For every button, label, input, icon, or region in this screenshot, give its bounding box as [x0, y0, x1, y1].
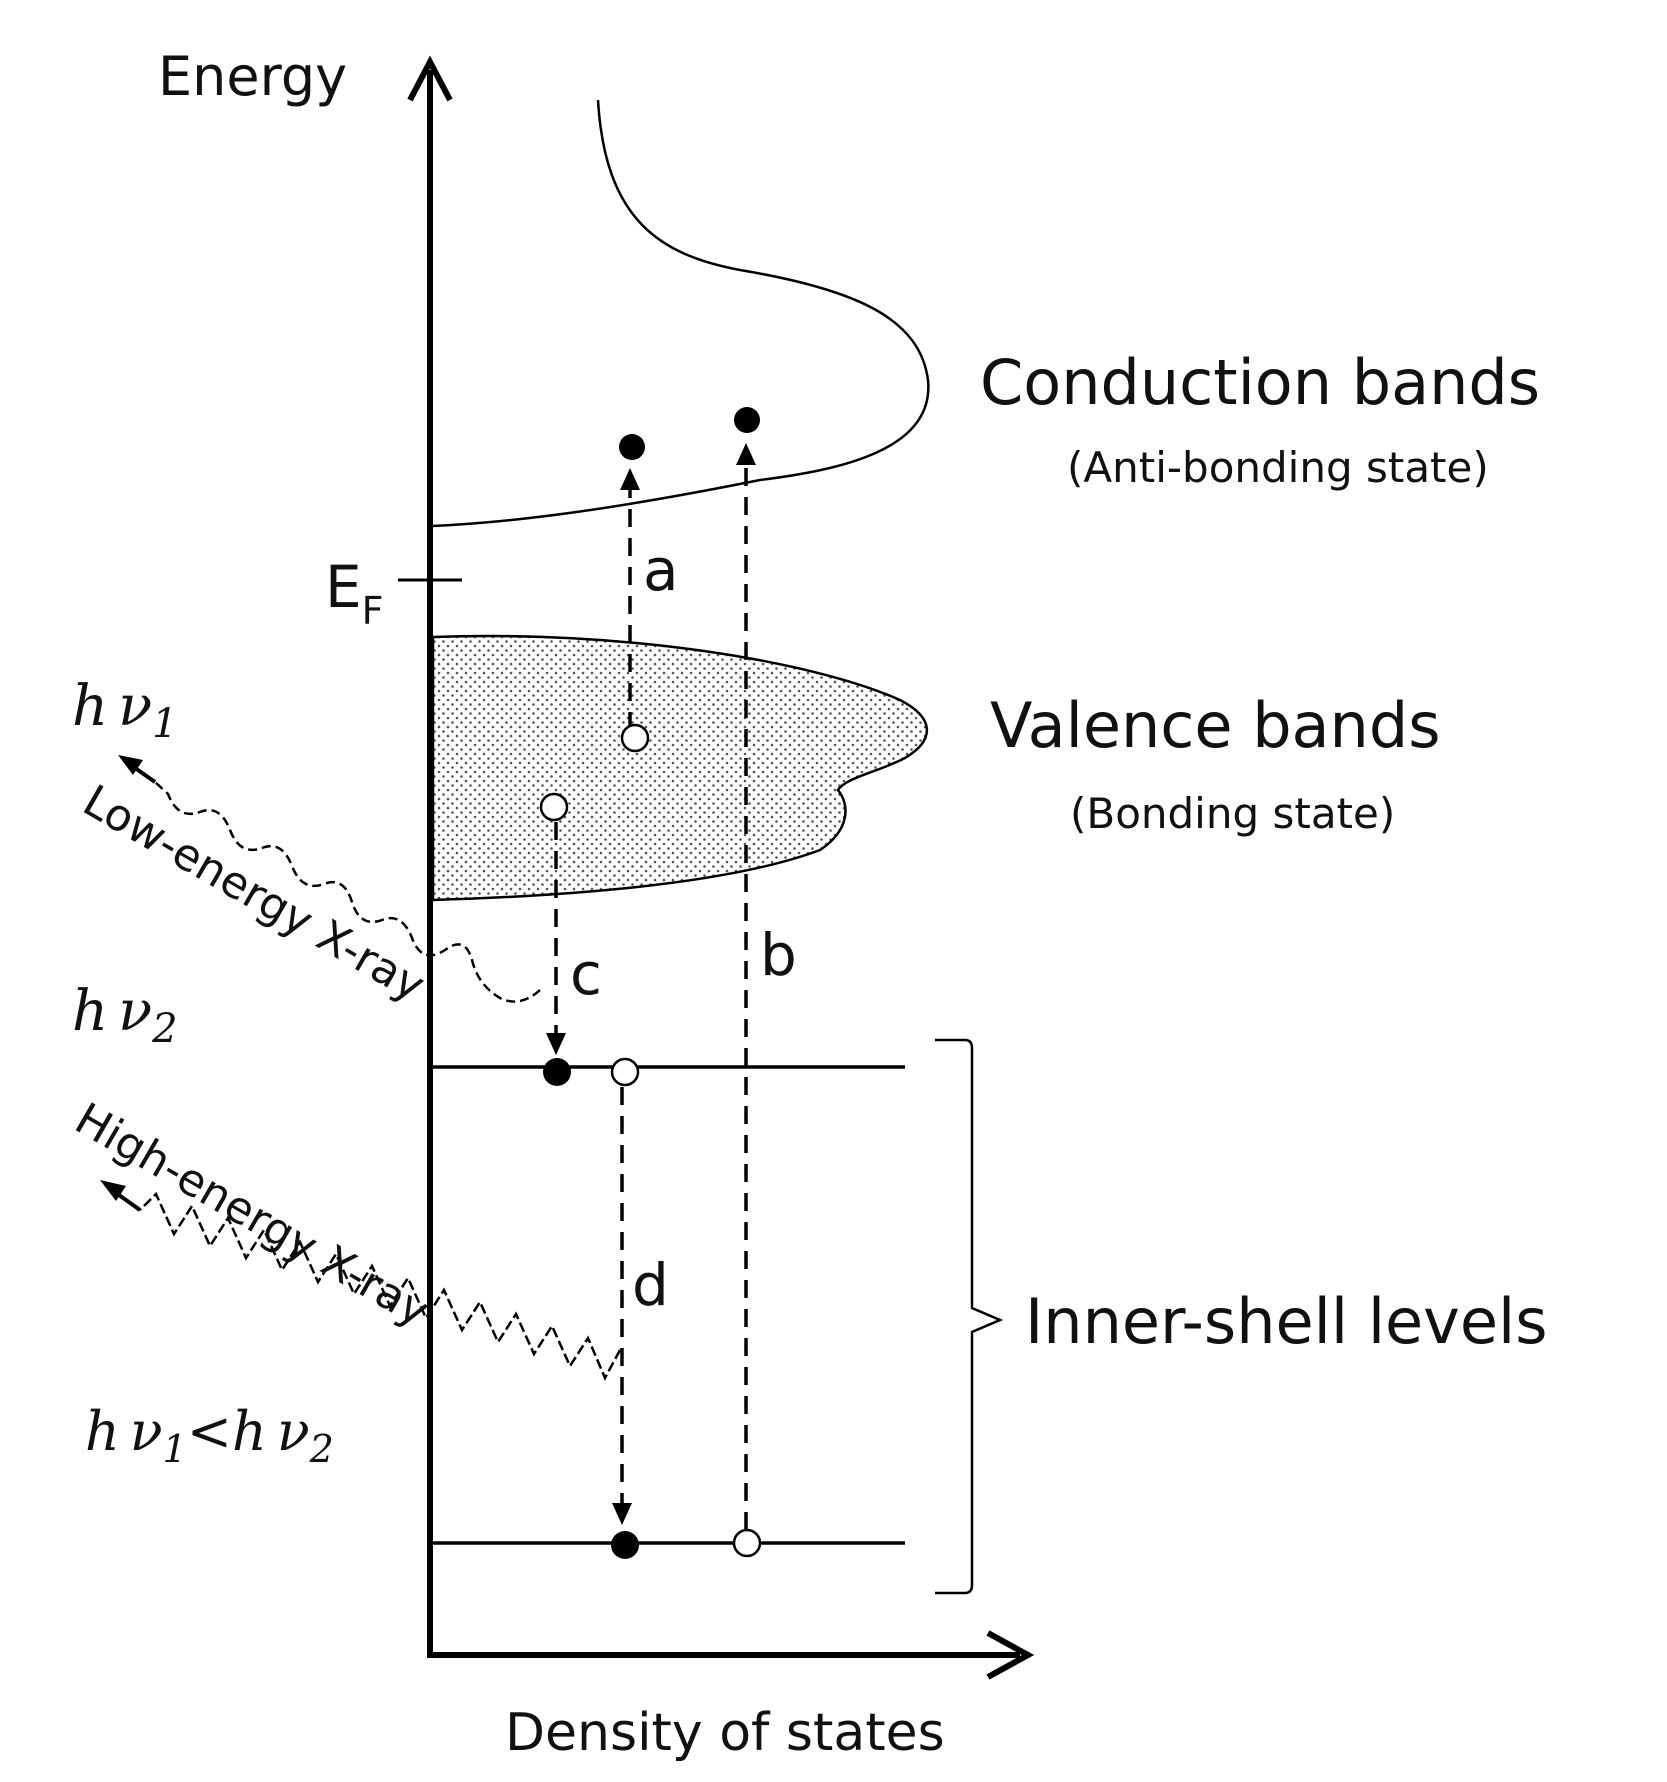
low-energy-xray-label: Low-energy X-ray: [75, 775, 434, 1012]
transition-c-hole: [539, 792, 569, 822]
inner-shell-title: Inner-shell levels: [1025, 1285, 1548, 1358]
low-energy-photon-wave: [154, 781, 541, 1003]
transition-c-arrowhead: [546, 1033, 566, 1055]
fermi-level-label: EF: [325, 553, 384, 633]
conduction-band-curve: [431, 99, 930, 528]
valence-band-shape: [431, 634, 929, 902]
low-energy-photon-arrowhead: [118, 755, 143, 775]
transition-d: d: [610, 1057, 669, 1559]
valence-band-title: Valence bands: [990, 689, 1441, 762]
transition-b-hole: [732, 1528, 762, 1558]
transition-c-electron: [543, 1058, 571, 1086]
transition-d-electron: [611, 1531, 639, 1559]
energy-axis-arrowhead: [407, 55, 453, 102]
transition-b-electron: [734, 407, 760, 433]
axes: [407, 55, 1035, 1680]
conduction-band-title: Conduction bands: [980, 346, 1540, 419]
transition-a-arrowhead: [620, 468, 640, 490]
transition-c: c: [539, 792, 602, 1086]
conduction-band-subtitle: (Anti-bonding state): [1067, 443, 1489, 492]
high-energy-xray-label: High-energy X-ray: [67, 1093, 438, 1337]
transition-a-electron: [619, 434, 645, 460]
transition-a: a: [619, 434, 679, 753]
transition-a-hole: [620, 723, 650, 753]
dos-axis-label: Density of states: [505, 1703, 945, 1763]
transition-d-hole: [610, 1057, 640, 1087]
high-energy-photon-arrowhead: [100, 1180, 126, 1201]
dos-axis-arrowhead: [986, 1630, 1035, 1680]
transition-d-arrowhead: [612, 1503, 632, 1525]
transition-d-label: d: [632, 1251, 669, 1319]
transition-b: b: [732, 407, 797, 1558]
valence-band-subtitle: (Bonding state): [1070, 789, 1395, 838]
energy-axis-label: Energy: [158, 45, 347, 108]
transition-c-label: c: [570, 940, 602, 1008]
transition-b-arrowhead: [736, 443, 756, 465]
inner-shell-bracket: [935, 1038, 1004, 1595]
transition-a-label: a: [643, 536, 679, 604]
high-energy-photon-wave: [139, 1191, 622, 1381]
transition-b-label: b: [760, 921, 797, 989]
